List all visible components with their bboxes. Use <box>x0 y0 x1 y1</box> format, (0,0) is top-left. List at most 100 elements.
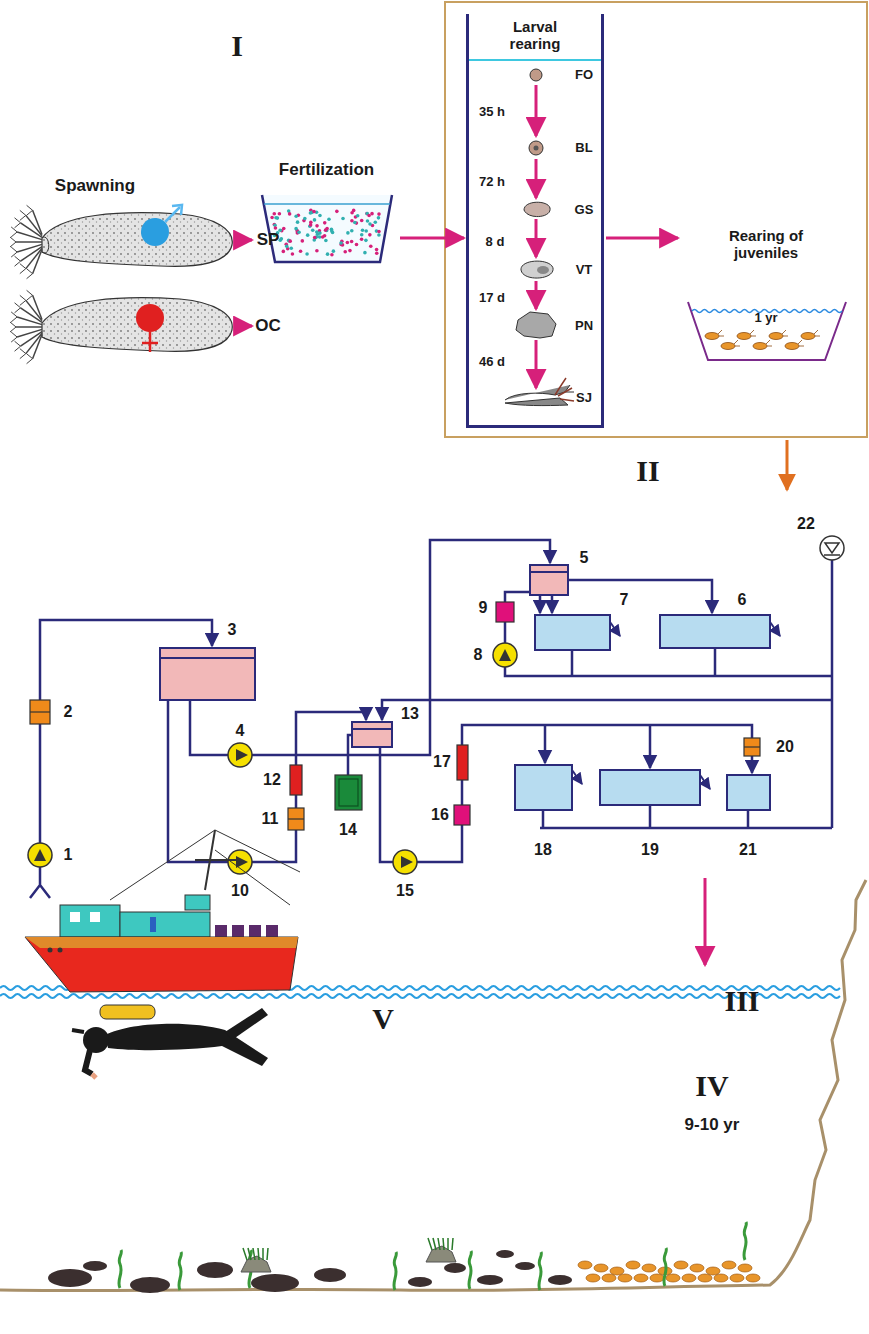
fishing-boat <box>60 905 120 937</box>
flow-connector <box>400 237 464 240</box>
gamete <box>361 228 365 232</box>
fishing-boat <box>215 830 300 872</box>
gamete <box>311 228 315 232</box>
released-juvenile <box>626 1261 640 1269</box>
larval-tank <box>468 59 602 61</box>
juvenile-node: Rearing of juveniles1 yr <box>680 225 852 362</box>
fishing-boat <box>25 830 300 992</box>
tentacle <box>15 308 21 313</box>
section-numeral: V <box>372 1002 394 1035</box>
gamete <box>270 216 274 220</box>
gamete <box>289 246 293 250</box>
diver <box>72 1005 268 1078</box>
sea-surface <box>0 994 840 998</box>
caption-label: 9-10 yr <box>685 1116 740 1135</box>
sea-cucumber-male <box>165 207 180 222</box>
outlet-symbol <box>825 543 839 553</box>
callout-number: 22 <box>797 515 815 533</box>
gamete <box>297 231 301 235</box>
gamete <box>315 249 319 253</box>
juvenile <box>734 340 740 346</box>
gamete <box>368 233 372 237</box>
tank <box>535 615 610 650</box>
seagrass <box>443 1238 444 1250</box>
released-juvenile <box>738 1264 752 1272</box>
seagrass <box>243 1248 247 1260</box>
released-juvenile <box>714 1274 728 1282</box>
juvenile <box>718 330 724 336</box>
tentacle <box>10 327 16 332</box>
callout-number: 3 <box>228 621 237 639</box>
panel-frame <box>445 2 867 437</box>
tentacle <box>20 354 26 359</box>
tentacle <box>21 223 42 238</box>
tentacle <box>11 247 17 252</box>
fishing-boat <box>195 859 240 861</box>
caption-label: BL <box>575 141 592 155</box>
tentacle <box>20 215 26 220</box>
pipe <box>751 756 754 773</box>
released-juvenile <box>666 1274 680 1282</box>
pump-triangle <box>34 649 511 868</box>
callout-number: 9 <box>479 599 488 617</box>
released-juvenile <box>594 1264 608 1272</box>
tank <box>160 565 770 810</box>
released-juvenile <box>586 1274 600 1282</box>
larval-tank <box>535 281 538 309</box>
sea-cucumber <box>408 1277 432 1287</box>
tank <box>530 565 568 595</box>
tentacle <box>20 349 26 354</box>
seaweed <box>539 1252 542 1290</box>
pipe <box>382 560 832 828</box>
larval-tank <box>535 159 538 198</box>
gamete <box>375 251 379 255</box>
tentacle <box>11 312 17 317</box>
uv-unit <box>454 805 470 825</box>
pipe <box>380 725 752 862</box>
tank <box>660 615 770 648</box>
gamete <box>364 229 368 233</box>
tank <box>160 657 255 659</box>
gamete <box>321 235 325 239</box>
juvenile <box>769 333 783 340</box>
pump <box>228 743 252 767</box>
released-juvenile <box>722 1261 736 1269</box>
gamete <box>312 210 316 214</box>
spawn-arrow <box>236 325 252 328</box>
tentacle <box>15 223 21 228</box>
callout-number: 15 <box>396 882 414 900</box>
outlet-symbol <box>820 536 844 560</box>
gamete <box>364 239 368 243</box>
caption-label: SJ <box>576 391 592 405</box>
gamete <box>355 243 359 247</box>
adult-sea-cucumber <box>314 1268 346 1282</box>
gamete <box>313 218 317 222</box>
callout-number: 17 <box>433 753 451 771</box>
callout-number: 2 <box>64 703 73 721</box>
seagrass <box>262 1248 264 1260</box>
fishing-boat <box>120 912 210 937</box>
larval-tank <box>524 202 550 216</box>
gamete <box>315 224 319 228</box>
larval-tank <box>558 388 572 396</box>
tentacle <box>15 346 21 351</box>
fertilization-dish <box>262 195 392 262</box>
larval-tank <box>505 385 574 406</box>
larval-tank <box>560 399 574 401</box>
callout-number: 6 <box>738 591 747 609</box>
tentacle <box>20 210 26 215</box>
gamete <box>314 236 318 240</box>
tentacle <box>17 317 42 325</box>
gamete <box>303 217 307 221</box>
tentacle <box>33 334 42 358</box>
gamete <box>366 219 370 223</box>
fishing-boat <box>232 925 244 937</box>
released-juvenile <box>650 1274 664 1282</box>
juvenile <box>766 340 772 346</box>
filter <box>288 818 304 819</box>
caption-label: 35 h <box>479 105 505 119</box>
released-juvenile <box>746 1274 760 1282</box>
gamete <box>282 227 286 231</box>
larval-tank-node: Larval rearing <box>466 14 604 428</box>
